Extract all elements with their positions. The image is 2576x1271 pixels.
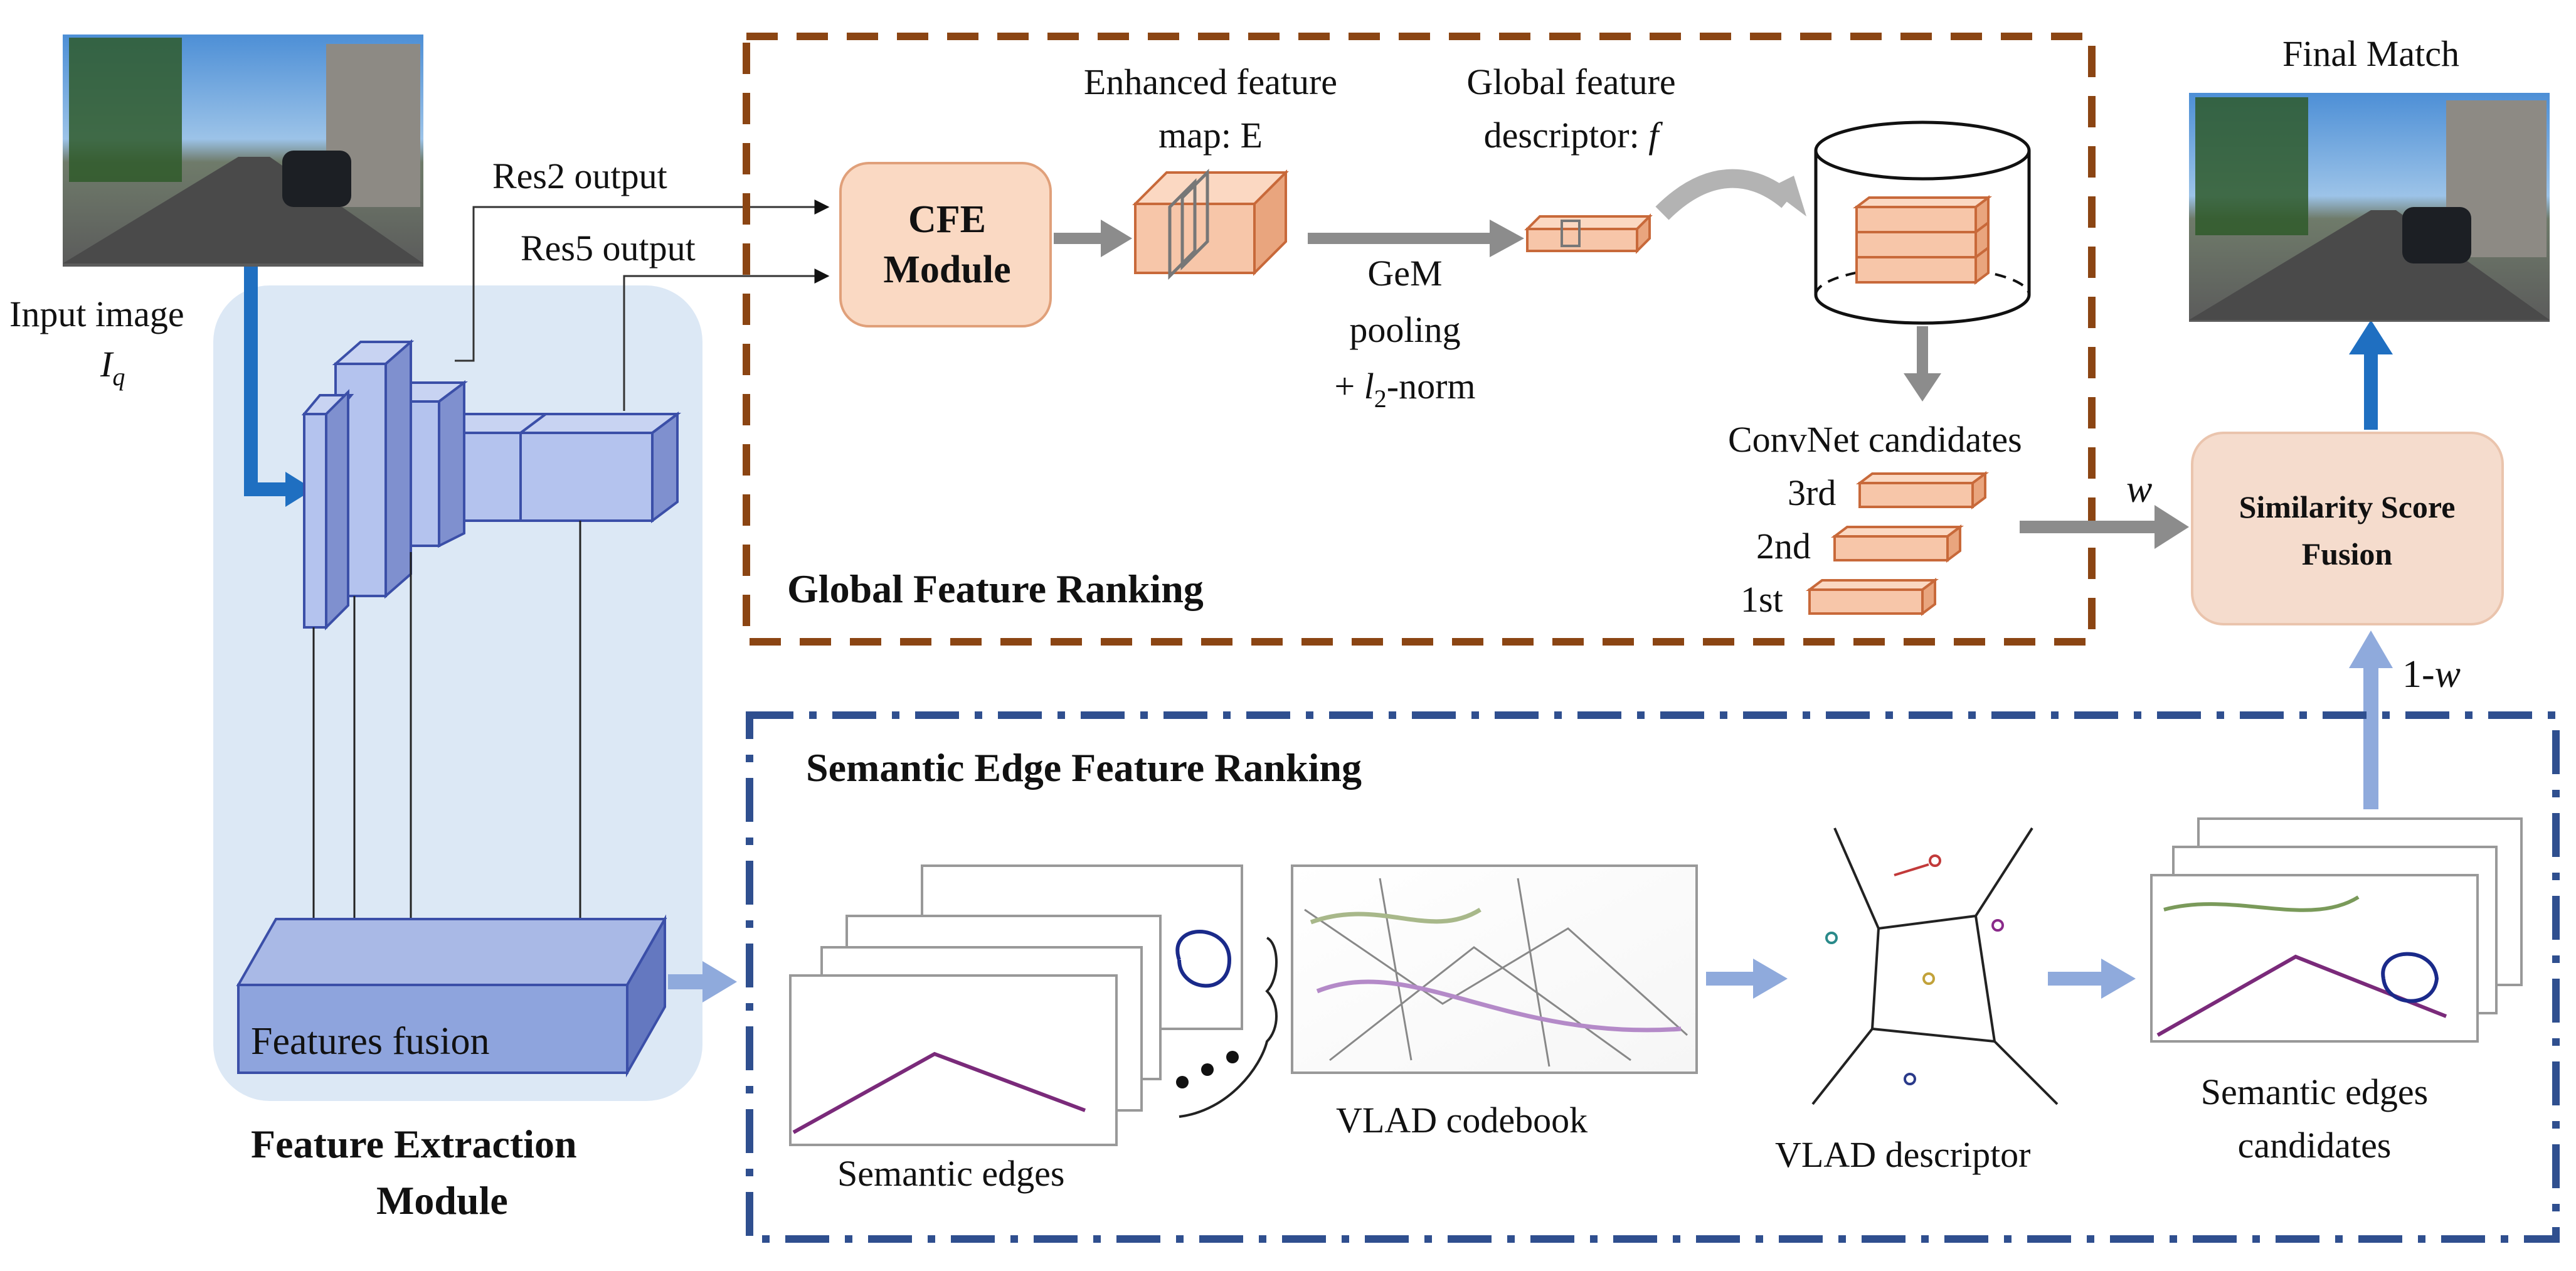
cfe-module — [839, 162, 1052, 327]
global-feature-descriptor — [1524, 213, 1653, 254]
enhanced-feature-map — [1132, 168, 1289, 280]
cfe-to-e-arrowhead — [1101, 220, 1132, 257]
res2-label: Res2 output — [492, 156, 667, 196]
database-cylinder — [1814, 120, 2031, 325]
semantic-edges-brace — [1179, 937, 1278, 1118]
features-fusion-block — [236, 914, 667, 1078]
semantic-edges-stack — [789, 864, 1243, 1146]
vlad-codebook — [1291, 864, 1698, 1074]
semantic-ranking-title: Semantic Edge Feature Ranking — [806, 745, 1362, 790]
semantic-candidates-label-1: Semantic edges — [2201, 1072, 2428, 1112]
res5-line — [623, 269, 830, 411]
cnn-backbone — [301, 339, 681, 630]
candidate-1st-label: 1st — [1741, 579, 1783, 620]
fusion-lines — [306, 521, 588, 962]
input-image-label: Input image — [9, 294, 184, 334]
final-match-arrowhead — [2349, 320, 2393, 354]
gem-arrowhead — [1490, 220, 1524, 257]
final-match-image — [2189, 93, 2550, 322]
gem-label-1: GeM — [1367, 253, 1442, 294]
database-down-arrowhead — [1904, 373, 1941, 402]
feature-extraction-title-2: Module — [376, 1178, 508, 1223]
final-match-label: Final Match — [2282, 33, 2459, 74]
candidate-3rd-label: 3rd — [1788, 472, 1836, 513]
input-arrowhead — [285, 472, 314, 507]
cfe-label-1: CFE — [908, 198, 986, 241]
semantic-candidates-stack — [2150, 817, 2523, 1043]
input-arrow — [244, 267, 289, 496]
input-image-symbol: Iq — [100, 344, 125, 391]
candidate-2nd-label: 2nd — [1756, 526, 1811, 566]
w-label: w — [2126, 468, 2152, 511]
w-arrowhead — [2155, 505, 2189, 549]
candidate-3rd — [1856, 471, 1989, 509]
convnet-label: ConvNet candidates — [1728, 419, 2022, 460]
candidate-2nd — [1831, 524, 1964, 563]
semantic-edges-label: Semantic edges — [837, 1153, 1064, 1194]
candidate-1st — [1806, 578, 1939, 616]
features-fusion-label: Features fusion — [251, 1020, 490, 1063]
global-ranking-box — [743, 33, 2096, 646]
semantic-candidates-label-2: candidates — [2238, 1125, 2392, 1166]
global-ranking-title: Global Feature Ranking — [787, 566, 1204, 611]
vlad-descriptor-label: VLAD descriptor — [1775, 1134, 2031, 1175]
descriptor-to-candidates-arrowhead — [2101, 959, 2136, 999]
codebook-to-descriptor-arrowhead — [1753, 959, 1788, 999]
one-minus-w-arrowhead — [2349, 630, 2393, 668]
ssf-label-1: Similarity Score — [2239, 489, 2456, 524]
semantic-ranking-box — [746, 711, 2560, 1243]
gfd-label-1: Global feature — [1466, 61, 1675, 102]
input-image — [63, 35, 423, 267]
enhanced-label-1: Enhanced feature — [1084, 61, 1337, 102]
similarity-score-fusion — [2191, 432, 2504, 625]
ssf-label-2: Fusion — [2302, 536, 2393, 572]
feature-extraction-title-1: Feature Extraction — [251, 1122, 577, 1166]
descriptor-to-database-arrowhead — [1769, 176, 1806, 216]
vlad-descriptor — [1811, 827, 2059, 1105]
one-minus-w-label: 1-w — [2402, 653, 2461, 696]
descriptor-to-database-arrow — [1655, 169, 1794, 220]
res5-label: Res5 output — [521, 228, 696, 269]
gfd-label-2: descriptor: f — [1484, 115, 1663, 156]
cfe-label-2: Module — [883, 248, 1010, 291]
enhanced-label-2: map: E — [1158, 115, 1263, 156]
vlad-codebook-label: VLAD codebook — [1336, 1100, 1587, 1141]
res2-line — [455, 199, 830, 362]
gem-label-3: + l2-norm — [1334, 366, 1475, 413]
gem-label-2: pooling — [1349, 309, 1460, 350]
fusion-to-semantic-arrowhead — [702, 961, 737, 1002]
